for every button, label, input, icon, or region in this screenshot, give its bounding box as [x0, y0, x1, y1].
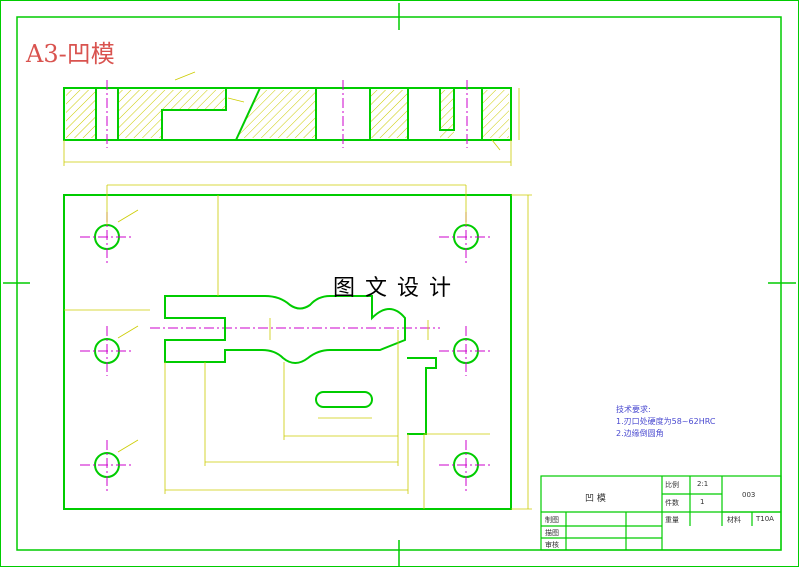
leader-line — [491, 139, 501, 151]
leader-line — [174, 71, 196, 81]
notes-heading: 技术要求: — [616, 405, 651, 414]
plan-view — [63, 184, 532, 510]
title-block-lines — [540, 475, 782, 551]
leader-line — [117, 439, 139, 453]
scale-value: 2:1 — [697, 480, 709, 488]
oblong-slot — [315, 391, 373, 408]
weight-label: 重量 — [665, 516, 679, 524]
section-hatch — [236, 90, 316, 138]
plan-outline — [63, 194, 512, 510]
drawing-title: A3-凹模 — [26, 40, 115, 68]
leader-line — [227, 97, 245, 103]
section-edge — [235, 87, 261, 141]
material-value: T10A — [756, 515, 774, 523]
qty-label: 件数 — [665, 499, 679, 507]
die-cavity-profile — [164, 295, 406, 364]
section-hatch — [118, 110, 162, 138]
scale-label: 比例 — [665, 481, 679, 489]
material-label: 材料 — [727, 516, 741, 524]
section-hatch — [118, 90, 226, 110]
l-slot — [407, 357, 437, 435]
section-edge — [161, 88, 227, 140]
section-hatch — [482, 90, 509, 138]
section-outline — [63, 87, 512, 141]
notes-line: 2.边缘倒圆角 — [616, 429, 664, 438]
watermark-text: 图文设计 — [333, 276, 462, 301]
drawn-by-label: 制图 — [545, 516, 559, 524]
leader-line — [117, 209, 139, 223]
section-view — [63, 71, 520, 166]
traced-by-label: 描图 — [545, 529, 559, 537]
section-hatch — [370, 90, 408, 138]
qty-value: 1 — [700, 498, 705, 506]
leader-line — [117, 325, 139, 339]
drawing-number: 003 — [742, 491, 756, 499]
part-name: 凹 模 — [585, 494, 606, 504]
notes-line: 1.刃口处硬度为58~62HRC — [616, 417, 716, 426]
technical-requirements: 技术要求: 1.刃口处硬度为58~62HRC 2.边缘倒圆角 — [616, 404, 715, 440]
section-edge — [439, 88, 455, 131]
section-hatch — [440, 90, 454, 138]
section-hatch — [66, 90, 96, 138]
checked-by-label: 审核 — [545, 541, 559, 549]
